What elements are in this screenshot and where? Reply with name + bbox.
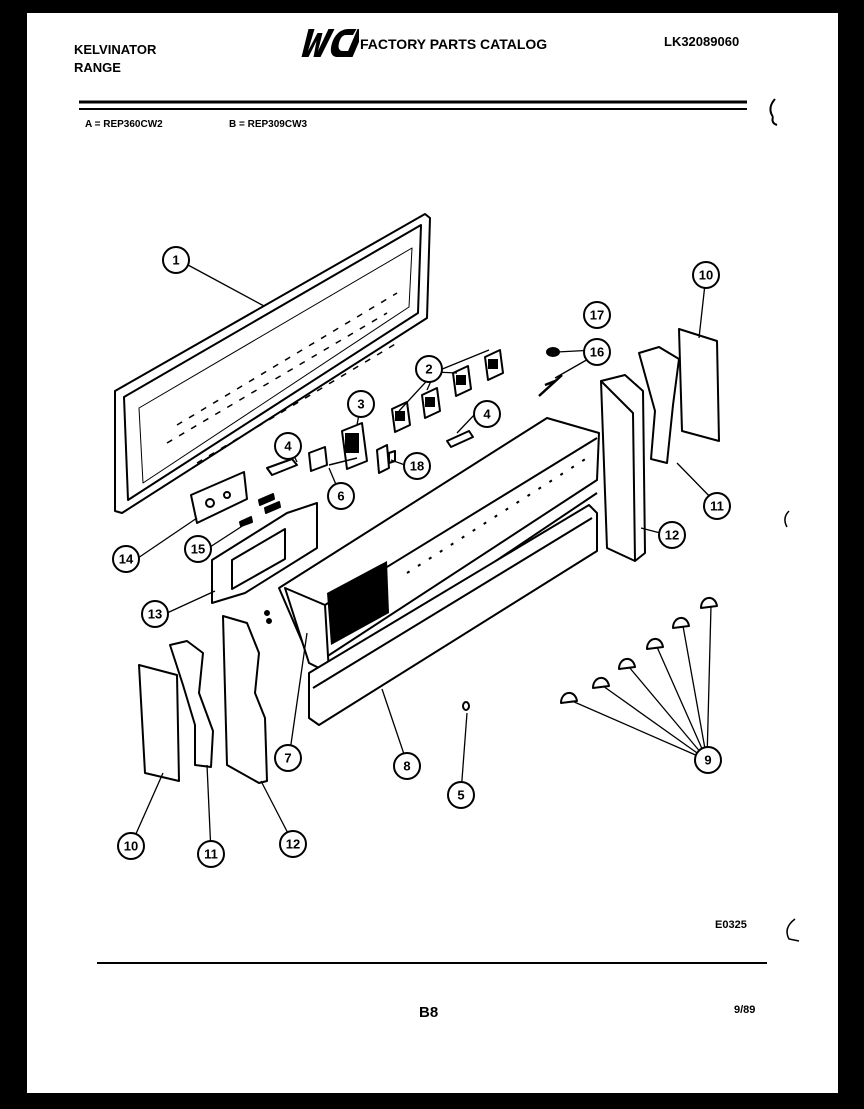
svg-text:8: 8 bbox=[403, 759, 410, 774]
svg-text:18: 18 bbox=[410, 459, 424, 474]
part-knobs bbox=[560, 597, 718, 704]
catalog-title: FACTORY PARTS CATALOG bbox=[360, 36, 548, 52]
part-callouts: 1 2 3 4 4 5 6 7 8 9 10 10 11 11 12 12 13… bbox=[112, 246, 731, 868]
callout-part-12: 12 bbox=[279, 830, 307, 858]
part-trim-left bbox=[169, 640, 214, 768]
part-lower-trim bbox=[308, 504, 598, 726]
callout-part-4: 4 bbox=[473, 400, 501, 428]
part-clock bbox=[190, 471, 248, 524]
part-screw bbox=[538, 374, 563, 397]
wci-logo bbox=[301, 29, 359, 57]
part-end-cap-right bbox=[638, 328, 720, 464]
callout-part-6: 6 bbox=[327, 482, 355, 510]
svg-text:5: 5 bbox=[457, 788, 464, 803]
margin-mark bbox=[786, 918, 800, 942]
page-date: 9/89 bbox=[734, 1004, 756, 1016]
callout-part-16: 16 bbox=[583, 338, 611, 366]
part-side-bracket-right bbox=[600, 374, 646, 562]
callout-part-11: 11 bbox=[197, 840, 225, 868]
part-window-frame bbox=[211, 502, 318, 604]
svg-text:7: 7 bbox=[284, 751, 291, 766]
callout-part-10: 10 bbox=[117, 832, 145, 860]
part-infinite-switches bbox=[391, 349, 504, 433]
model-b-label: B = REP309CW3 bbox=[229, 119, 308, 130]
svg-text:9: 9 bbox=[704, 753, 711, 768]
brand-name: KELVINATOR bbox=[74, 42, 157, 57]
svg-text:1: 1 bbox=[172, 253, 179, 268]
drawing-code: E0325 bbox=[715, 919, 747, 931]
callout-part-15: 15 bbox=[184, 535, 212, 563]
callout-part-5: 5 bbox=[447, 781, 475, 809]
callout-part-17: 17 bbox=[583, 301, 611, 329]
callout-part-3: 3 bbox=[347, 390, 375, 418]
svg-text:6: 6 bbox=[337, 489, 344, 504]
callout-part-2: 2 bbox=[415, 355, 443, 383]
svg-text:12: 12 bbox=[286, 837, 300, 852]
part-back-panel bbox=[114, 213, 431, 514]
part-clip bbox=[462, 701, 470, 711]
svg-text:11: 11 bbox=[710, 499, 724, 514]
svg-text:11: 11 bbox=[204, 847, 218, 862]
part-end-cap-left bbox=[138, 664, 180, 782]
margin-mark bbox=[769, 98, 778, 126]
exploded-parts-diagram: 1 2 3 4 4 5 6 7 8 9 10 10 11 11 12 12 13… bbox=[79, 98, 800, 964]
svg-text:4: 4 bbox=[284, 439, 292, 454]
svg-text:4: 4 bbox=[483, 407, 491, 422]
part-switch bbox=[376, 444, 396, 474]
callout-part-13: 13 bbox=[141, 600, 169, 628]
callout-part-4: 4 bbox=[274, 432, 302, 460]
margin-mark bbox=[784, 510, 790, 528]
callout-part-8: 8 bbox=[393, 752, 421, 780]
part-switch-bracket bbox=[266, 430, 474, 476]
svg-text:15: 15 bbox=[191, 542, 205, 557]
callout-part-9: 9 bbox=[694, 746, 722, 774]
catalog-page: KELVINATOR RANGE FACTORY PARTS CATALOG L… bbox=[27, 13, 838, 1093]
part-wire bbox=[328, 457, 358, 466]
svg-text:3: 3 bbox=[357, 397, 364, 412]
svg-text:16: 16 bbox=[590, 345, 604, 360]
product-type: RANGE bbox=[74, 60, 121, 75]
callout-part-12: 12 bbox=[658, 521, 686, 549]
svg-text:17: 17 bbox=[590, 308, 604, 323]
callout-part-14: 14 bbox=[112, 545, 140, 573]
callout-part-1: 1 bbox=[162, 246, 190, 274]
callout-part-18: 18 bbox=[403, 452, 431, 480]
part-thermostat bbox=[341, 422, 368, 470]
part-side-bracket-left bbox=[222, 610, 272, 784]
svg-text:10: 10 bbox=[699, 268, 713, 283]
callout-part-7: 7 bbox=[274, 744, 302, 772]
catalog-number: LK32089060 bbox=[664, 34, 740, 49]
svg-text:13: 13 bbox=[148, 607, 162, 622]
svg-text:12: 12 bbox=[665, 528, 679, 543]
model-a-label: A = REP360CW2 bbox=[85, 119, 163, 130]
svg-text:10: 10 bbox=[124, 839, 138, 854]
part-brackets bbox=[239, 493, 281, 527]
svg-text:14: 14 bbox=[119, 552, 134, 567]
callout-part-10: 10 bbox=[692, 261, 720, 289]
svg-text:2: 2 bbox=[425, 362, 432, 377]
page-number: B8 bbox=[419, 1004, 439, 1021]
callout-part-11: 11 bbox=[703, 492, 731, 520]
